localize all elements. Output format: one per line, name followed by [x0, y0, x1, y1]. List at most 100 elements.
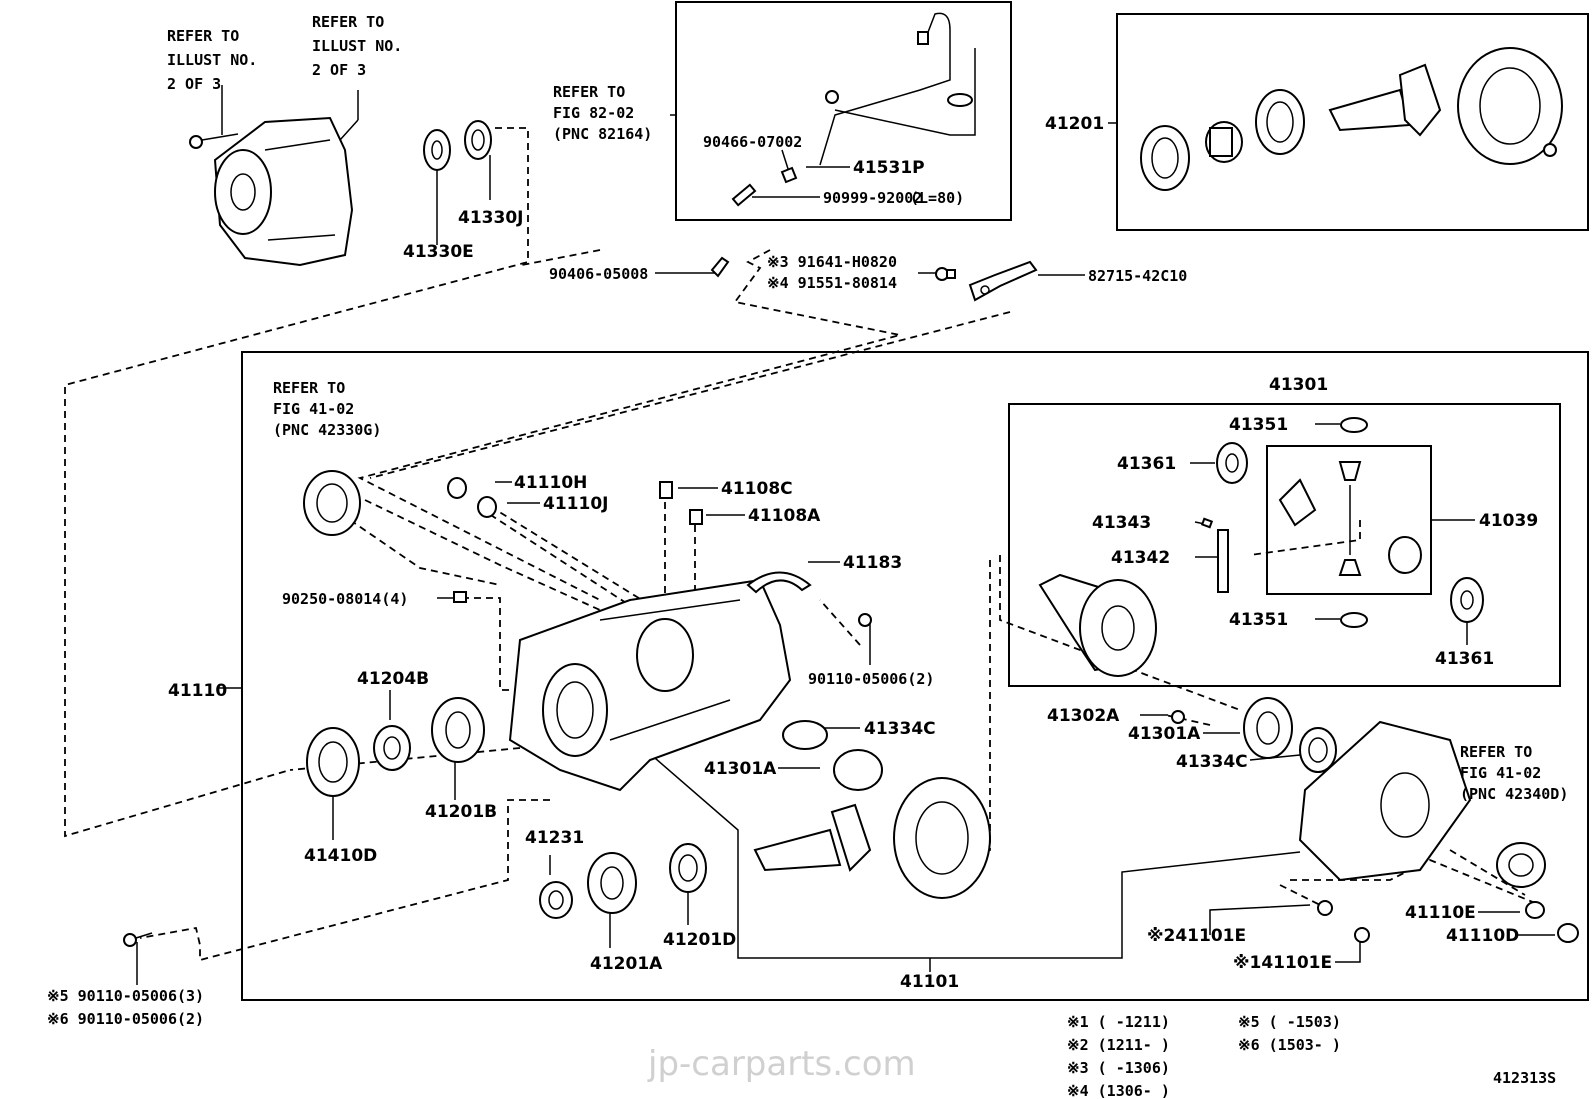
plug-41110H	[447, 477, 467, 499]
adapter-housing	[213, 116, 354, 267]
label-41039: 41039	[1479, 511, 1538, 531]
bearing-41201A	[587, 852, 637, 914]
bearing-41201B	[431, 697, 485, 763]
retainer-cover	[1298, 720, 1472, 882]
washer-41361-top	[1216, 442, 1248, 484]
oil-seal-41410D	[306, 727, 360, 797]
stud-90250	[453, 591, 467, 603]
ring-and-pinion-41101	[753, 777, 991, 899]
label-90110-a: 90110-05006(2)	[808, 670, 934, 688]
date-note-6: ※6 (1503- )	[1238, 1036, 1341, 1054]
bolt-90110-bottom-left	[123, 932, 153, 947]
label-91641: ※3 91641-H0820	[767, 253, 897, 271]
label-90406: 90406-05008	[549, 265, 648, 283]
label-82715: 82715-42C10	[1088, 267, 1187, 285]
oil-seal-42340D	[1496, 842, 1546, 888]
shim-41201D	[669, 843, 707, 893]
plug-41108A	[689, 509, 703, 525]
label-90110-b: ※5 90110-05006(3)	[47, 987, 204, 1005]
label-90250: 90250-08014(4)	[282, 590, 408, 608]
plug-41110E	[1525, 901, 1545, 919]
label-41531P: 41531P	[853, 158, 925, 178]
label-41361-top: 41361	[1117, 454, 1176, 474]
label-41108A: 41108A	[748, 506, 821, 526]
date-note-5: ※5 ( -1503)	[1238, 1013, 1341, 1031]
washer-41351-top	[1340, 417, 1368, 433]
label-90110-c: ※6 90110-05006(2)	[47, 1010, 204, 1028]
bolt-top-left	[189, 133, 239, 149]
label-41201D: 41201D	[663, 930, 736, 950]
pinion-set-41201	[1140, 47, 1563, 191]
label-41110J: 41110J	[543, 494, 608, 514]
pin-41343	[1200, 517, 1214, 529]
main-assembly-frame	[241, 351, 1589, 1001]
label-41201: 41201	[1045, 114, 1104, 134]
label-41410D: 41410D	[304, 846, 377, 866]
seal-41330J	[464, 120, 492, 160]
label-41351-bottom: 41351	[1229, 610, 1288, 630]
label-41204B: 41204B	[357, 669, 429, 689]
refer-illust-right: REFER TO ILLUST NO. 2 OF 3	[312, 13, 411, 79]
date-note-3: ※3 ( -1306)	[1067, 1059, 1170, 1077]
label-41301A-left: 41301A	[704, 759, 777, 779]
shim-41334C-right	[1299, 727, 1337, 773]
plate-41183	[746, 571, 812, 594]
label-41334C-left: 41334C	[864, 719, 936, 739]
nut-41204B	[373, 725, 411, 771]
label-90999: 90999-92002	[823, 189, 922, 207]
differential-case-frame	[1008, 403, 1561, 687]
hose-90999	[731, 183, 757, 207]
breather-hose	[819, 12, 976, 166]
label-41351-top: 41351	[1229, 415, 1288, 435]
label-91551: ※4 91551-80814	[767, 274, 897, 292]
label-41342: 41342	[1111, 548, 1170, 568]
label-41110E: 41110E	[1405, 903, 1476, 923]
hose-clip-90466	[780, 166, 798, 184]
label-41108C: 41108C	[721, 479, 793, 499]
washer-41361-bottom	[1450, 577, 1484, 623]
refer-fig-41-02-b: REFER TO FIG 41-02 (PNC 42340D)	[1460, 743, 1568, 803]
date-note-4: ※4 (1306- )	[1067, 1082, 1170, 1099]
differential-case	[1038, 573, 1157, 677]
label-41183: 41183	[843, 553, 902, 573]
hose-90406	[710, 256, 730, 278]
label-41110: 41110	[168, 681, 227, 701]
label-41101E-lower: ※141101E	[1233, 953, 1332, 973]
hose-inset-frame	[675, 1, 1012, 221]
pinion-shaft-41342	[1217, 529, 1229, 593]
label-41101E-upper: ※241101E	[1147, 926, 1246, 946]
bolt-41101E-upper	[1317, 900, 1333, 916]
label-41201B: 41201B	[425, 802, 497, 822]
refer-fig-82-02: REFER TO FIG 82-02 (PNC 82164)	[553, 83, 652, 143]
oil-seal-42330G	[303, 470, 361, 536]
label-41334C-right: 41334C	[1176, 752, 1248, 772]
bolt-41302A	[1171, 710, 1185, 724]
label-41301: 41301	[1269, 375, 1328, 395]
label-41101: 41101	[900, 972, 959, 992]
label-41302A: 41302A	[1047, 706, 1120, 726]
plug-41110J	[477, 496, 497, 518]
label-41110D: 41110D	[1446, 926, 1519, 946]
figure-code: 412313S	[1493, 1069, 1556, 1087]
washer-41351-bottom	[1340, 612, 1368, 628]
label-41301A-right: 41301A	[1128, 724, 1201, 744]
label-41201A: 41201A	[590, 954, 663, 974]
label-90999-length: (L=80)	[910, 189, 964, 207]
label-41110H: 41110H	[514, 473, 587, 493]
date-note-1: ※1 ( -1211)	[1067, 1013, 1170, 1031]
pinion-set-frame	[1116, 13, 1589, 231]
date-note-2: ※2 (1211- )	[1067, 1036, 1170, 1054]
bearing-41301A-right	[1243, 697, 1293, 759]
carrier-housing-41110	[508, 578, 792, 792]
watermark: jp-carparts.com	[647, 1044, 916, 1084]
spacer-41231	[539, 881, 573, 919]
label-90466: 90466-07002	[703, 133, 802, 151]
bearing-41301A-left	[833, 749, 883, 791]
refer-fig-41-02-a: REFER TO FIG 41-02 (PNC 42330G)	[273, 379, 381, 439]
bolt-91641	[935, 267, 956, 281]
bolt-41101E-lower	[1354, 927, 1370, 943]
plug-41110D	[1557, 923, 1579, 943]
label-41330E: 41330E	[403, 242, 474, 262]
label-41361-bottom: 41361	[1435, 649, 1494, 669]
